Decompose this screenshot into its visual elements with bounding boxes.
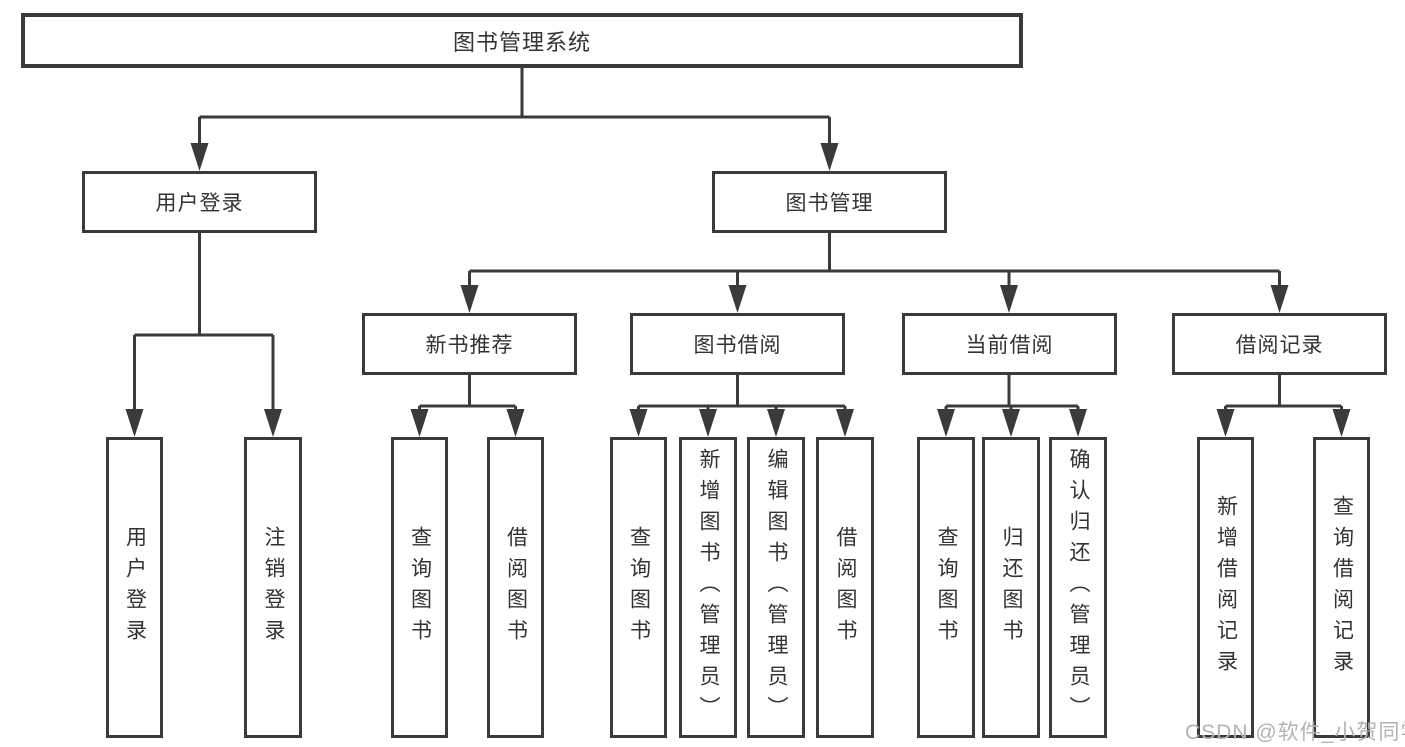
- leaf-label: 查询图书: [408, 525, 432, 650]
- leaf-borrow-book-recommend: 借阅图书: [487, 437, 544, 738]
- leaf-label: 查询图书: [935, 525, 958, 650]
- leaf-label: 编辑图书（管理员）: [765, 448, 788, 727]
- leaf-confirm-return-admin: 确认归还（管理员）: [1049, 437, 1107, 738]
- node-new-book-recommend: 新书推荐: [362, 313, 577, 375]
- leaf-user-login: 用户登录: [106, 437, 163, 738]
- node-current-borrow: 当前借阅: [902, 313, 1117, 375]
- leaf-edit-book-admin: 编辑图书（管理员）: [747, 437, 805, 738]
- leaf-query-borrow-record: 查询借阅记录: [1313, 437, 1370, 738]
- node-book-management: 图书管理: [712, 171, 947, 233]
- leaf-label: 确认归还（管理员）: [1067, 448, 1090, 727]
- leaf-label: 查询图书: [627, 525, 651, 650]
- leaf-label: 借阅图书: [504, 525, 528, 650]
- leaf-return-book: 归还图书: [982, 437, 1040, 738]
- connector-user-login-split: [133, 233, 275, 432]
- connector-borrow-record-split: [1224, 375, 1343, 432]
- leaf-label: 用户登录: [123, 525, 147, 650]
- connector-book-mgmt-split: [468, 233, 1281, 308]
- node-root: 图书管理系统: [21, 13, 1023, 68]
- leaf-label: 新增图书（管理员）: [697, 448, 720, 727]
- connector-root-to-level2: [198, 68, 831, 166]
- leaf-label: 新增借阅记录: [1214, 494, 1238, 681]
- connector-new-book-split: [418, 375, 517, 432]
- leaf-query-book-recommend: 查询图书: [391, 437, 448, 738]
- leaf-add-book-admin: 新增图书（管理员）: [679, 437, 737, 738]
- leaf-logout: 注销登录: [244, 437, 302, 738]
- node-book-borrow: 图书借阅: [630, 313, 845, 375]
- leaf-borrow-book: 借阅图书: [816, 437, 874, 738]
- leaf-query-book-current: 查询图书: [917, 437, 975, 738]
- leaf-add-borrow-record: 新增借阅记录: [1197, 437, 1254, 738]
- leaf-label: 借阅图书: [834, 525, 857, 650]
- node-user-login: 用户登录: [82, 171, 317, 233]
- leaf-label: 查询借阅记录: [1330, 494, 1354, 681]
- node-borrow-record: 借阅记录: [1172, 313, 1387, 375]
- leaf-query-book-borrow: 查询图书: [610, 437, 667, 738]
- leaf-label: 归还图书: [1000, 525, 1023, 650]
- arrowheads: [125, 143, 1351, 437]
- connector-book-borrow-split: [637, 375, 847, 432]
- leaf-label: 注销登录: [262, 525, 285, 650]
